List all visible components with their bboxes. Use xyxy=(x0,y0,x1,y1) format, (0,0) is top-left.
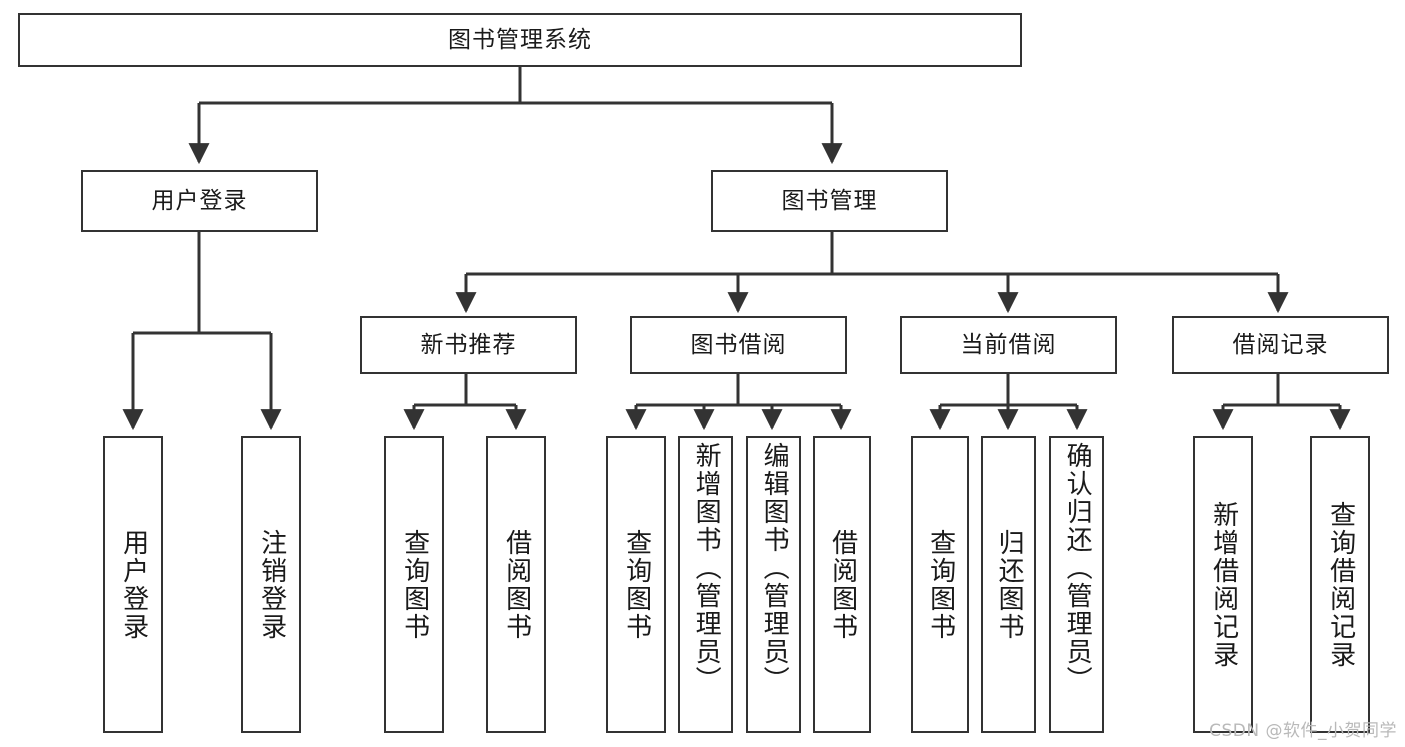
node-leaf-bb-borrow-book-label: 借阅图书 xyxy=(827,528,858,641)
node-leaf-logout-label: 注销登录 xyxy=(256,528,287,641)
node-book-borrow-label: 图书借阅 xyxy=(690,331,787,358)
node-user-login[interactable]: 用户登录 xyxy=(81,170,318,232)
node-new-book-recommend-label: 新书推荐 xyxy=(420,331,517,358)
node-leaf-bb-edit-book[interactable]: 编辑图书（管理员） xyxy=(746,436,801,733)
node-leaf-nb-borrow-book-label: 借阅图书 xyxy=(501,528,532,641)
node-new-book-recommend[interactable]: 新书推荐 xyxy=(360,316,577,374)
node-leaf-br-add-record[interactable]: 新增借阅记录 xyxy=(1193,436,1253,733)
node-leaf-nb-query-book[interactable]: 查询图书 xyxy=(384,436,444,733)
node-leaf-br-query-record[interactable]: 查询借阅记录 xyxy=(1310,436,1370,733)
node-leaf-login-label: 用户登录 xyxy=(118,528,149,641)
node-user-login-label: 用户登录 xyxy=(151,187,248,214)
node-root-label: 图书管理系统 xyxy=(448,26,592,53)
node-leaf-bb-add-book-label: 新增图书（管理员） xyxy=(691,442,722,694)
node-leaf-bb-query-book[interactable]: 查询图书 xyxy=(606,436,666,733)
node-book-borrow[interactable]: 图书借阅 xyxy=(630,316,847,374)
node-leaf-cb-confirm-return-label: 确认归还（管理员） xyxy=(1062,442,1093,694)
node-borrow-record-label: 借阅记录 xyxy=(1232,331,1329,358)
node-leaf-logout[interactable]: 注销登录 xyxy=(241,436,301,733)
node-leaf-nb-borrow-book[interactable]: 借阅图书 xyxy=(486,436,546,733)
node-leaf-cb-query-book-label: 查询图书 xyxy=(925,528,956,641)
node-leaf-bb-query-book-label: 查询图书 xyxy=(621,528,652,641)
node-leaf-cb-return-book[interactable]: 归还图书 xyxy=(981,436,1036,733)
node-leaf-nb-query-book-label: 查询图书 xyxy=(399,528,430,641)
node-leaf-br-query-record-label: 查询借阅记录 xyxy=(1325,500,1356,669)
node-leaf-cb-query-book[interactable]: 查询图书 xyxy=(911,436,969,733)
node-leaf-login[interactable]: 用户登录 xyxy=(103,436,163,733)
node-root[interactable]: 图书管理系统 xyxy=(18,13,1022,67)
node-current-borrow-label: 当前借阅 xyxy=(960,331,1057,358)
node-book-management-label: 图书管理 xyxy=(781,187,878,214)
node-current-borrow[interactable]: 当前借阅 xyxy=(900,316,1117,374)
node-book-management[interactable]: 图书管理 xyxy=(711,170,948,232)
node-leaf-bb-add-book[interactable]: 新增图书（管理员） xyxy=(678,436,733,733)
node-leaf-cb-return-book-label: 归还图书 xyxy=(994,528,1025,641)
node-leaf-bb-borrow-book[interactable]: 借阅图书 xyxy=(813,436,871,733)
node-leaf-br-add-record-label: 新增借阅记录 xyxy=(1208,500,1239,669)
node-borrow-record[interactable]: 借阅记录 xyxy=(1172,316,1389,374)
node-leaf-cb-confirm-return[interactable]: 确认归还（管理员） xyxy=(1049,436,1104,733)
node-leaf-bb-edit-book-label: 编辑图书（管理员） xyxy=(759,442,790,694)
